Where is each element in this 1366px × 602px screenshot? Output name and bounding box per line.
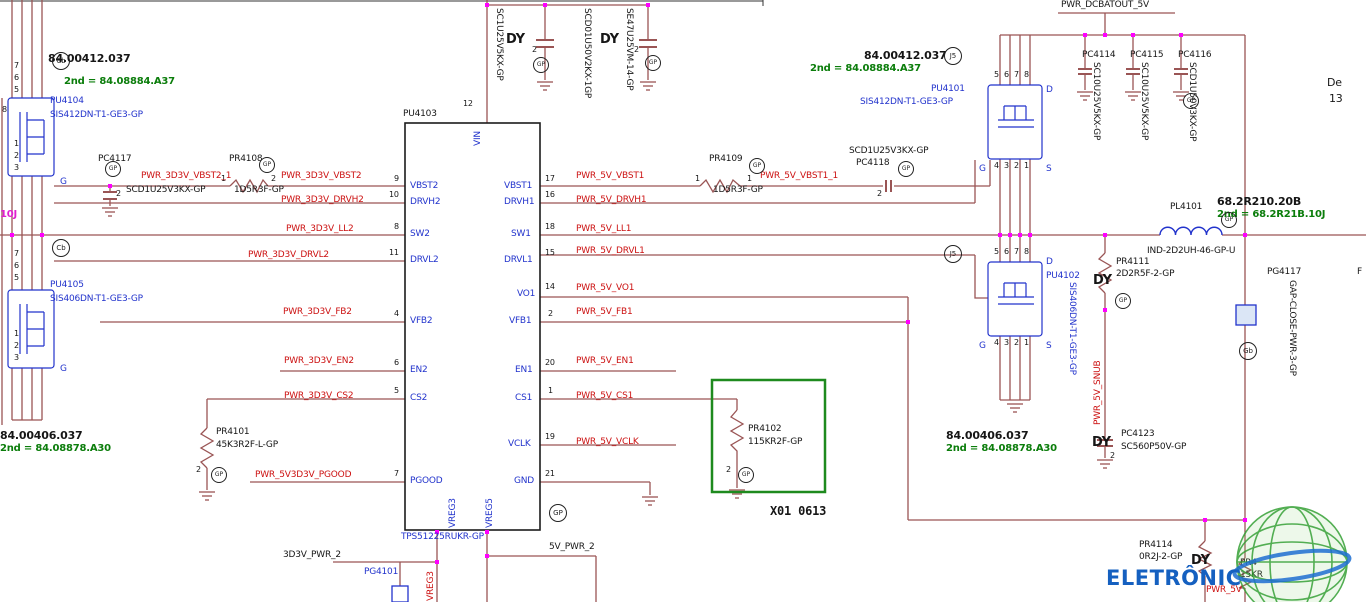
junction-dots — [10, 3, 1247, 564]
gap-pad-pg4117 — [1235, 304, 1257, 326]
resistor-symbols — [199, 178, 1253, 589]
mosfet-symbols — [7, 84, 1043, 369]
ic-pu4103-body — [404, 122, 541, 531]
highlight-box — [710, 378, 827, 494]
gap-pad-pg4101 — [391, 585, 409, 602]
sheet-border — [0, 0, 764, 6]
inductor-pl4101 — [1159, 226, 1223, 236]
capacitor-symbols — [103, 39, 1188, 447]
